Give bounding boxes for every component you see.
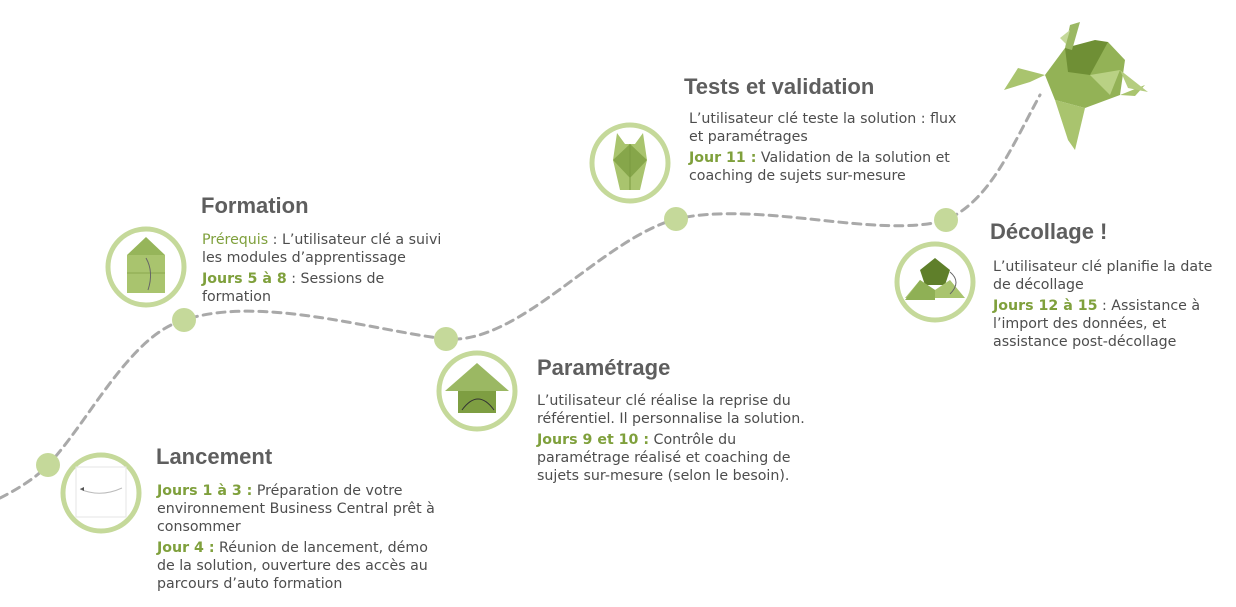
step-item: Jours 5 à 8 : Sessions de formation (202, 270, 457, 306)
step-text-tests: L’utilisateur clé teste la solution : fl… (689, 110, 959, 188)
step-text-formation: Prérequis : L’utilisateur clé a suivi le… (202, 231, 457, 309)
origami-frog-base-icon (894, 241, 976, 323)
step-item-text: Préparation de votre environnement Busin… (157, 483, 435, 535)
origami-folded-frog-icon (589, 122, 671, 204)
step-item-text: Contrôle du paramétrage réalisé et coach… (537, 432, 791, 484)
origami-house-icon (105, 226, 187, 308)
step-item-text: Validation de la solution et coaching de… (689, 150, 950, 184)
step-item: L’utilisateur clé réalise la reprise du … (537, 392, 817, 428)
step-item: L’utilisateur clé teste la solution : fl… (689, 110, 959, 146)
step-item-label: Jours 9 et 10 : (537, 432, 650, 448)
origami-jumping-frog-icon (1004, 22, 1148, 150)
step-item-label: Jour 4 : (157, 540, 215, 556)
paper-sheet-icon (60, 452, 142, 534)
step-item: Jours 12 à 15 : Assistance à l’import de… (993, 297, 1225, 351)
step-item-text: L’utilisateur clé planifie la date de dé… (993, 259, 1213, 293)
step-item-text: Réunion de lancement, démo de la solutio… (157, 540, 428, 592)
step-title-formation: Formation (201, 193, 309, 218)
step-item-text: L’utilisateur clé teste la solution : fl… (689, 111, 957, 145)
step-item-label: Jours 12 à 15 (993, 298, 1098, 314)
step-item: L’utilisateur clé planifie la date de dé… (993, 258, 1225, 294)
step-title-lancement: Lancement (156, 444, 273, 469)
step-title-decollage: Décollage ! (990, 219, 1108, 244)
node-tests (664, 207, 688, 231)
step-item: Jour 11 : Validation de la solution et c… (689, 149, 959, 185)
node-lancement (36, 453, 60, 477)
step-item-label: Jours 1 à 3 : (157, 483, 253, 499)
step-item-label: Jour 11 : (689, 150, 757, 166)
node-formation (172, 308, 196, 332)
step-text-parametrage: L’utilisateur clé réalise la reprise du … (537, 392, 817, 488)
node-parametrage (434, 327, 458, 351)
step-title-tests: Tests et validation (684, 74, 875, 99)
step-item: Jours 1 à 3 : Préparation de votre envir… (157, 482, 437, 536)
step-item: Jours 9 et 10 : Contrôle du paramétrage … (537, 431, 817, 485)
step-item-text: : L’utilisateur clé a suivi les modules … (202, 232, 442, 266)
step-title-parametrage: Paramétrage (537, 355, 671, 380)
step-text-lancement: Jours 1 à 3 : Préparation de votre envir… (157, 482, 437, 596)
step-text-decollage: L’utilisateur clé planifie la date de dé… (993, 258, 1225, 354)
step-item-label: Jours 5 à 8 (202, 271, 287, 287)
step-item-text: : Sessions de formation (202, 271, 385, 305)
node-decollage (934, 208, 958, 232)
step-item-label: Prérequis (202, 232, 269, 248)
step-item-text: : Assistance à l’import des données, et … (993, 298, 1201, 350)
origami-roof-icon (436, 350, 518, 432)
step-item-text: L’utilisateur clé réalise la reprise du … (537, 393, 805, 427)
step-item: Jour 4 : Réunion de lancement, démo de l… (157, 539, 437, 593)
step-item: Prérequis : L’utilisateur clé a suivi le… (202, 231, 457, 267)
